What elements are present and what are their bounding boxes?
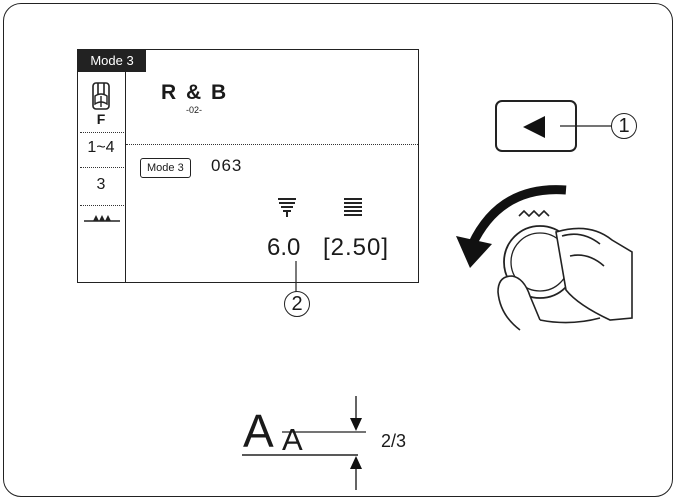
sidebar-tension-value: 3 xyxy=(96,176,106,193)
sidebar-pressure-value: 1~4 xyxy=(87,139,115,156)
stitch-length-icon xyxy=(278,198,296,217)
sidebar-divider xyxy=(80,132,124,133)
stitch-width-value: [2.50] xyxy=(323,234,390,261)
left-arrow-button[interactable] xyxy=(495,100,577,152)
stitch-length-value: 6.0 xyxy=(267,234,301,261)
lcd-divider xyxy=(126,144,418,145)
callout-2: 2 xyxy=(284,291,310,317)
rotate-arrow-icon xyxy=(467,185,567,247)
small-letter: A xyxy=(282,422,303,457)
large-letter: A xyxy=(243,405,274,457)
hand-icon xyxy=(497,227,633,331)
pattern-title: R & B xyxy=(161,81,229,104)
zigzag-icon xyxy=(518,209,550,218)
diagram-frame xyxy=(3,3,673,497)
mode-tab: Mode 3 xyxy=(78,50,146,72)
sidebar-divider xyxy=(80,205,124,206)
lcd-screen: Mode 3 F 1~4 3 R & B -02- Mode 3 063 xyxy=(77,49,419,283)
pattern-number: 063 xyxy=(211,156,243,175)
left-arrow-icon xyxy=(523,116,545,138)
presser-foot-letter: F xyxy=(96,111,106,127)
presser-foot-icon xyxy=(92,82,110,110)
pattern-subtitle: -02- xyxy=(186,105,203,115)
mode-label-box: Mode 3 xyxy=(140,158,191,178)
feed-dog-icon xyxy=(84,215,120,222)
rotate-arrowhead-icon xyxy=(456,236,492,268)
lcd-sidebar: F 1~4 3 xyxy=(78,72,126,282)
stitch-width-icon xyxy=(344,198,362,216)
callout-1: 1 xyxy=(611,113,637,139)
size-ratio: 2/3 xyxy=(381,431,407,451)
sidebar-divider xyxy=(80,167,124,168)
